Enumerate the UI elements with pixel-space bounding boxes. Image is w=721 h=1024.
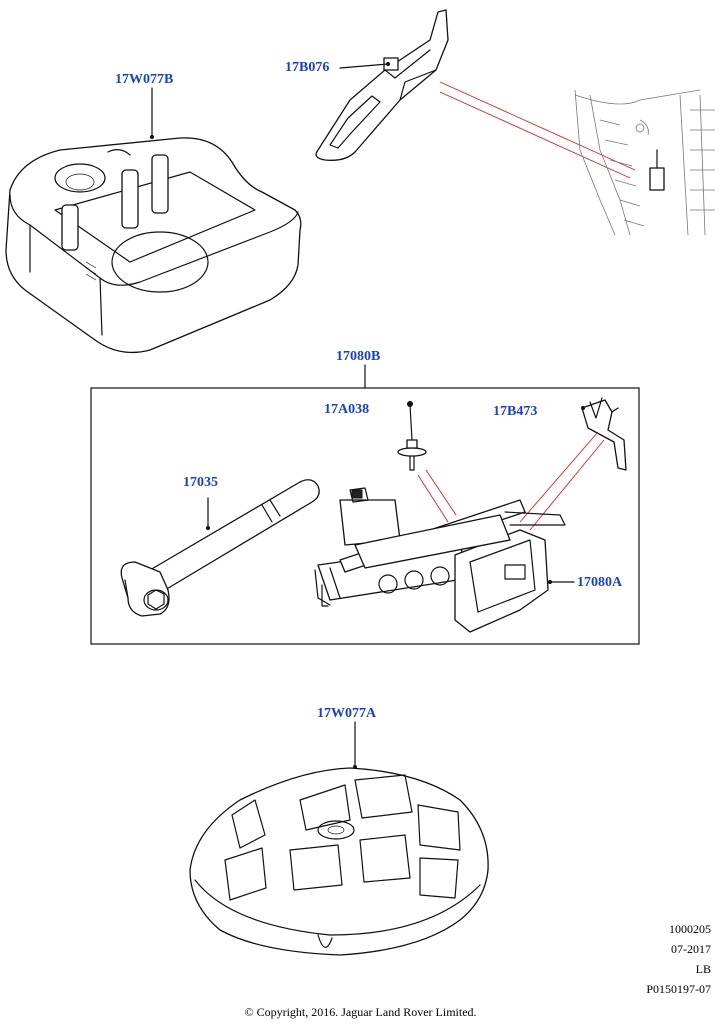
callout-17a038[interactable]: 17A038 [324, 402, 370, 417]
clip-drawing [519, 397, 627, 531]
callout-17035[interactable]: 17035 [183, 475, 218, 490]
pin-drawing [397, 401, 457, 523]
callout-17080a[interactable]: 17080A [577, 575, 623, 590]
installation-inset [574, 89, 715, 236]
wheel-wrench-drawing [120, 479, 320, 617]
ref-illustration-id: P0150197-07 [646, 982, 711, 996]
lower-tray-drawing [189, 721, 489, 956]
upper-tray-drawing [5, 87, 302, 354]
bracket-drawing [315, 9, 636, 179]
ref-number: 1000205 [669, 922, 711, 936]
callout-17b076[interactable]: 17B076 [285, 60, 330, 75]
scissor-jack-drawing [314, 487, 575, 633]
ref-date: 07-2017 [671, 942, 711, 956]
copyright-notice: © Copyright, 2016. Jaguar Land Rover Lim… [244, 1005, 477, 1019]
callout-17w077b[interactable]: 17W077B [115, 72, 174, 87]
callout-17b473[interactable]: 17B473 [493, 404, 538, 419]
callout-17w077a[interactable]: 17W077A [317, 706, 377, 721]
callout-17080b[interactable]: 17080B [336, 349, 381, 364]
ref-code: LB [695, 962, 711, 976]
